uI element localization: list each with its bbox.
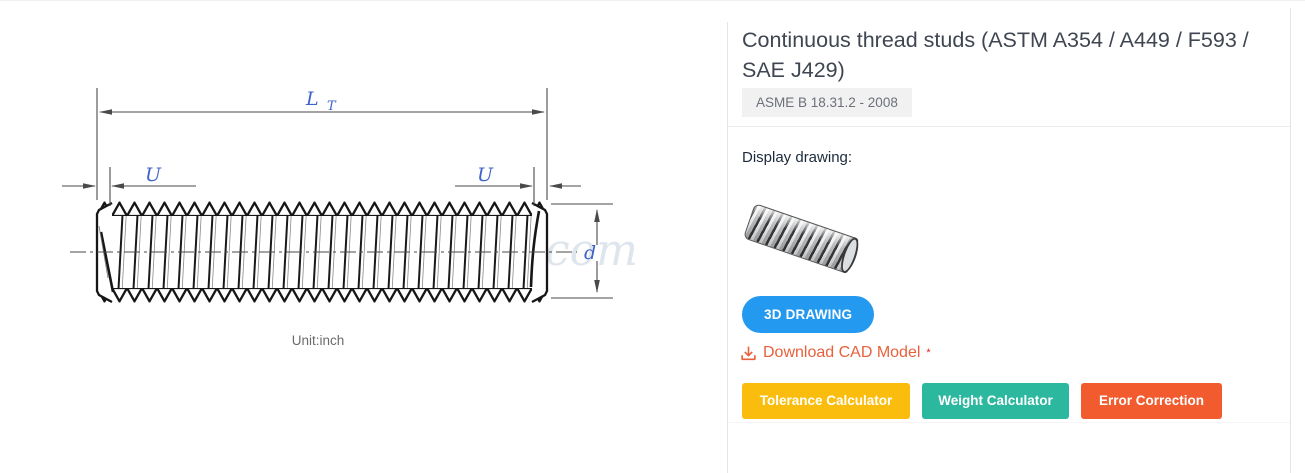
top-divider	[0, 0, 1305, 1]
dimension-u-left	[62, 167, 196, 206]
badge-bottom-divider	[728, 126, 1290, 127]
stud-end-face	[837, 235, 862, 275]
stud-rod-image	[742, 203, 862, 275]
weight-calculator-button[interactable]: Weight Calculator	[922, 383, 1069, 419]
download-cad-link[interactable]: Download CAD Model *	[740, 344, 931, 362]
threaded-rod	[70, 201, 577, 304]
unit-note: Unit:inch	[292, 333, 345, 348]
center-vertical-divider	[727, 22, 728, 473]
error-correction-button[interactable]: Error Correction	[1081, 383, 1222, 419]
tolerance-calculator-button[interactable]: Tolerance Calculator	[742, 383, 910, 419]
lt-label: L	[305, 88, 319, 110]
page-title: Continuous thread studs (ASTM A354 / A44…	[742, 28, 1249, 82]
right-vertical-divider	[1290, 8, 1291, 473]
actions-bottom-divider	[728, 422, 1290, 423]
dimension-lt	[96, 88, 548, 200]
stud-3d-thumbnail[interactable]	[742, 200, 869, 278]
technical-drawing: com L T U U	[62, 88, 638, 348]
lt-sub-label: T	[327, 99, 337, 114]
dimension-u-right	[455, 167, 581, 206]
display-drawing-label: Display drawing:	[742, 149, 853, 166]
standard-badge: ASME B 18.31.2 - 2008	[742, 88, 912, 117]
3d-drawing-button[interactable]: 3D DRAWING	[742, 296, 875, 333]
u-right-label: U	[477, 164, 494, 186]
dimension-d	[551, 203, 613, 299]
u-left-label: U	[145, 164, 162, 186]
calculator-buttons-row: Tolerance Calculator Weight Calculator E…	[742, 383, 1222, 419]
d-label: d	[584, 242, 596, 264]
download-cad-asterisk: *	[926, 347, 931, 359]
download-icon	[741, 346, 756, 360]
download-cad-label: Download CAD Model	[763, 344, 921, 361]
watermark-text: com	[545, 225, 638, 276]
